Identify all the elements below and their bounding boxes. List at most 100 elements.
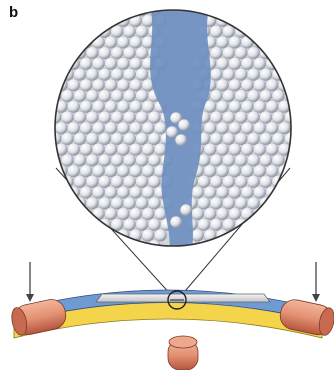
atom: [117, 100, 129, 112]
atom: [98, 111, 110, 123]
atom: [216, 165, 228, 177]
atom: [222, 90, 234, 102]
atom: [92, 143, 104, 155]
atom: [253, 57, 265, 69]
atom: [136, 197, 148, 209]
atom: [67, 100, 79, 112]
atom: [204, 122, 216, 134]
atom: [117, 57, 129, 69]
right-force-arrow: [312, 262, 320, 302]
atom: [80, 143, 92, 155]
atom: [86, 68, 98, 80]
atom: [117, 36, 129, 48]
atom: [222, 111, 234, 123]
atom: [123, 25, 135, 37]
atom: [98, 197, 110, 209]
atom: [86, 133, 98, 145]
atom: [260, 68, 272, 80]
atom: [111, 197, 123, 209]
atom: [92, 36, 104, 48]
atom: [80, 165, 92, 177]
atom: [142, 122, 154, 134]
atom: [260, 111, 272, 123]
atom: [86, 111, 98, 123]
atom: [136, 25, 148, 37]
atom: [98, 154, 110, 166]
atom: [260, 154, 272, 166]
atom: [74, 47, 86, 59]
atom: [142, 165, 154, 177]
atom: [80, 122, 92, 134]
atom: [105, 79, 117, 91]
atom: [86, 175, 98, 187]
atom: [92, 57, 104, 69]
atom: [136, 111, 148, 123]
atom: [123, 68, 135, 80]
atom: [253, 165, 265, 177]
atom: [136, 90, 148, 102]
atom: [74, 175, 86, 187]
atom: [180, 204, 192, 216]
atom: [67, 165, 79, 177]
atom: [266, 100, 278, 112]
atom: [98, 47, 110, 59]
atom: [272, 111, 284, 123]
atom: [210, 111, 222, 123]
atom: [170, 216, 182, 228]
atom: [216, 208, 228, 220]
atom: [178, 119, 190, 131]
atom: [253, 186, 265, 198]
atom: [241, 208, 253, 220]
atom: [229, 165, 241, 177]
atom: [266, 165, 278, 177]
atom: [247, 47, 259, 59]
atom: [253, 122, 265, 134]
atom: [92, 165, 104, 177]
atom: [175, 134, 187, 146]
atom: [142, 229, 154, 241]
atom: [74, 154, 86, 166]
atom: [272, 90, 284, 102]
atom: [235, 175, 247, 187]
atom: [80, 100, 92, 112]
atom: [136, 47, 148, 59]
atom: [105, 186, 117, 198]
atom: [129, 165, 141, 177]
atom: [266, 143, 278, 155]
atom: [235, 47, 247, 59]
atom: [241, 36, 253, 48]
atom: [105, 165, 117, 177]
atom: [129, 100, 141, 112]
atom: [148, 197, 160, 209]
atom: [111, 154, 123, 166]
atom: [105, 122, 117, 134]
atom: [216, 122, 228, 134]
atom: [86, 90, 98, 102]
left-roller: [9, 297, 68, 338]
atom: [191, 208, 203, 220]
atom: [111, 175, 123, 187]
atom: [111, 90, 123, 102]
atom: [229, 36, 241, 48]
atom: [235, 90, 247, 102]
atom: [117, 186, 129, 198]
atom: [117, 165, 129, 177]
atom: [136, 218, 148, 230]
atom: [210, 68, 222, 80]
atom: [266, 79, 278, 91]
atom: [204, 208, 216, 220]
atom: [266, 122, 278, 134]
atom: [216, 79, 228, 91]
atom: [117, 143, 129, 155]
atom: [117, 208, 129, 220]
atom: [74, 197, 86, 209]
atom: [148, 133, 160, 145]
atom: [241, 57, 253, 69]
atom: [129, 122, 141, 134]
atom: [222, 154, 234, 166]
atom: [241, 165, 253, 177]
atom: [136, 133, 148, 145]
atom: [142, 186, 154, 198]
atom: [61, 90, 73, 102]
